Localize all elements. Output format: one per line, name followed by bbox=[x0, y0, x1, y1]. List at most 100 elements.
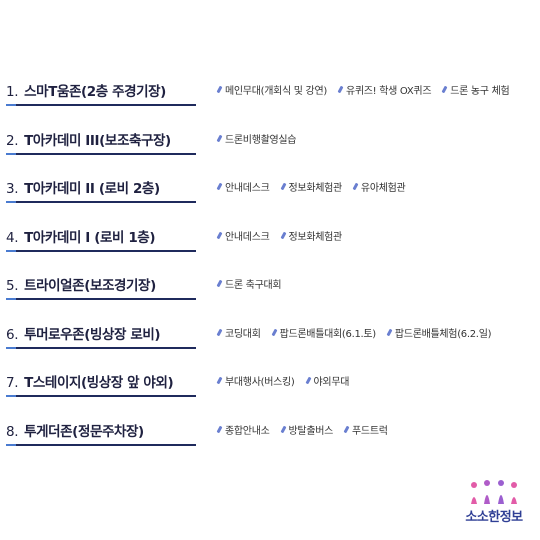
zone-title: 6.투머로우존(빙상장 로비) bbox=[6, 323, 161, 343]
zone-number: 7. bbox=[6, 375, 19, 391]
activity-label: 드론 축구대회 bbox=[225, 280, 282, 291]
zone-row: 1. 스마T움존(2층 주경기장) 메인무대(개회식 및 강연) 유퀴즈! 학생 OX… bbox=[0, 70, 540, 119]
zone-number: 6. bbox=[6, 326, 19, 343]
zone-underline bbox=[6, 346, 196, 349]
zone-underline bbox=[6, 395, 196, 397]
zone-number: 4. bbox=[6, 229, 19, 246]
zone-name: T아카데미 I (로비 1층) bbox=[24, 229, 156, 246]
activity-item: 팝드론배틀대회(6.1.토) bbox=[271, 325, 377, 340]
activity-item: 정보화체험관 bbox=[280, 228, 343, 243]
zone-title: 5. 트라이얼존(보조경기장) bbox=[6, 274, 156, 294]
zone-number: 3. bbox=[6, 181, 19, 197]
zone-name: T스테이지(빙상장 앞 야외) bbox=[24, 375, 174, 391]
pencil-icon bbox=[280, 425, 286, 433]
activity-list: 드론비행촬영실습 bbox=[216, 131, 297, 146]
activity-label: 정보화체험관 bbox=[288, 183, 343, 194]
zone-underline bbox=[6, 443, 196, 446]
activity-label: 부대행사(버스킹) bbox=[225, 377, 295, 388]
activity-label: 코딩대회 bbox=[225, 328, 261, 340]
pencil-icon bbox=[352, 182, 359, 191]
pencil-icon bbox=[216, 328, 223, 336]
zone-underline bbox=[6, 104, 196, 106]
activity-item: 메인무대(개회식 및 강연) bbox=[216, 82, 327, 97]
activity-label: 야외무대 bbox=[313, 377, 350, 388]
activity-label: 팝드론배틀대회(6.1.토) bbox=[279, 328, 377, 340]
pencil-icon bbox=[216, 231, 223, 239]
activity-label: 메인무대(개회식 및 강연) bbox=[225, 86, 327, 97]
pencil-icon bbox=[280, 231, 286, 239]
zone-underline bbox=[6, 298, 196, 300]
activity-label: 드론비행촬영실습 bbox=[225, 134, 297, 146]
pencil-icon bbox=[216, 182, 223, 191]
logo-text: 소소한정보 bbox=[465, 510, 523, 525]
activity-list: 안내데스크 정보화체험관 유아체험관 bbox=[216, 179, 406, 194]
activity-list: 부대행사(버스킹) 야외무대 bbox=[216, 373, 350, 388]
zone-name: T아카데미 III(보조축구장) bbox=[24, 132, 171, 149]
zone-name: 투게더존(정문주차장) bbox=[24, 423, 144, 440]
pencil-icon bbox=[271, 328, 278, 336]
zone-title: 4. T아카데미 I (로비 1층) bbox=[6, 226, 156, 246]
zone-title: 3. T아카데미 II (로비 2층) bbox=[6, 177, 160, 197]
zone-underline bbox=[6, 249, 196, 252]
zone-number: 1. bbox=[6, 84, 19, 100]
zone-title: 7. T스테이지(빙상장 앞 야외) bbox=[6, 371, 174, 391]
zone-title: 8.투게더존(정문주차장) bbox=[6, 420, 144, 440]
activity-item: 방탈출버스 bbox=[280, 422, 334, 437]
activity-item: 안내데스크 bbox=[216, 179, 270, 194]
activity-label: 방탈출버스 bbox=[288, 425, 334, 437]
pencil-icon bbox=[441, 85, 448, 94]
activity-item: 종합안내소 bbox=[216, 422, 270, 437]
activity-label: 종합안내소 bbox=[225, 425, 270, 437]
zone-name: T아카데미 II (로비 2층) bbox=[24, 181, 160, 197]
activity-list: 안내데스크 정보화체험관 bbox=[216, 228, 343, 243]
zone-name: 스마T움존(2층 주경기장) bbox=[24, 84, 166, 100]
site-logo: 소소한정보 bbox=[462, 480, 526, 530]
pencil-icon bbox=[343, 425, 350, 433]
activity-label: 드론 농구 체험 bbox=[450, 86, 510, 97]
zone-title: 2. T아카데미 III(보조축구장) bbox=[6, 129, 171, 149]
activity-item: 푸드트럭 bbox=[343, 422, 388, 437]
pencil-icon bbox=[216, 134, 223, 142]
activity-item: 팝드론배틀체험(6.2.일) bbox=[386, 325, 492, 340]
zone-name: 트라이얼존(보조경기장) bbox=[24, 278, 156, 294]
pencil-icon bbox=[216, 85, 223, 94]
people-icon bbox=[471, 480, 517, 504]
zone-title: 1. 스마T움존(2층 주경기장) bbox=[6, 80, 166, 100]
zone-list: 1. 스마T움존(2층 주경기장) 메인무대(개회식 및 강연) 유퀴즈! 학생 OX… bbox=[0, 70, 540, 458]
zone-row: 5. 트라이얼존(보조경기장) 드론 축구대회 bbox=[0, 264, 540, 313]
zone-row: 8.투게더존(정문주차장) 종합안내소 방탈출버스 푸드트럭 bbox=[0, 410, 540, 459]
zone-number: 5. bbox=[6, 278, 19, 294]
zone-row: 6.투머로우존(빙상장 로비) 코딩대회 팝드론배틀대회(6.1.토) 팝드론배틀체험… bbox=[0, 313, 540, 362]
activity-label: 팝드론배틀체험(6.2.일) bbox=[394, 328, 492, 340]
pencil-icon bbox=[216, 425, 223, 433]
pencil-icon bbox=[280, 182, 286, 191]
activity-list: 메인무대(개회식 및 강연) 유퀴즈! 학생 OX퀴즈 드론 농구 체험 bbox=[216, 82, 510, 97]
zone-row: 2. T아카데미 III(보조축구장) 드론비행촬영실습 bbox=[0, 119, 540, 168]
zone-number: 2. bbox=[6, 132, 19, 149]
activity-list: 종합안내소 방탈출버스 푸드트럭 bbox=[216, 422, 388, 437]
pencil-icon bbox=[216, 279, 223, 288]
activity-item: 유퀴즈! 학생 OX퀴즈 bbox=[337, 82, 432, 97]
zone-row: 7. T스테이지(빙상장 앞 야외) 부대행사(버스킹) 야외무대 bbox=[0, 361, 540, 410]
activity-item: 드론 농구 체험 bbox=[441, 82, 510, 97]
activity-label: 유퀴즈! 학생 OX퀴즈 bbox=[345, 86, 432, 97]
zone-row: 3. T아카데미 II (로비 2층) 안내데스크 정보화체험관 유아체험관 bbox=[0, 167, 540, 216]
activity-item: 코딩대회 bbox=[216, 325, 261, 340]
activity-item: 부대행사(버스킹) bbox=[216, 373, 295, 388]
activity-item: 안내데스크 bbox=[216, 228, 270, 243]
activity-label: 정보화체험관 bbox=[288, 231, 343, 243]
activity-list: 드론 축구대회 bbox=[216, 276, 282, 291]
activity-item: 정보화체험관 bbox=[280, 179, 343, 194]
activity-label: 푸드트럭 bbox=[352, 425, 388, 437]
pencil-icon bbox=[305, 376, 311, 385]
zone-underline bbox=[6, 201, 196, 203]
activity-list: 코딩대회 팝드론배틀대회(6.1.토) 팝드론배틀체험(6.2.일) bbox=[216, 325, 492, 340]
zone-row: 4. T아카데미 I (로비 1층) 안내데스크 정보화체험관 bbox=[0, 216, 540, 265]
activity-label: 안내데스크 bbox=[225, 231, 270, 243]
activity-item: 유아체험관 bbox=[352, 179, 406, 194]
pencil-icon bbox=[337, 85, 344, 94]
activity-label: 유아체험관 bbox=[360, 183, 406, 194]
pencil-icon bbox=[386, 328, 393, 336]
activity-item: 드론비행촬영실습 bbox=[216, 131, 297, 146]
pencil-icon bbox=[216, 376, 223, 385]
